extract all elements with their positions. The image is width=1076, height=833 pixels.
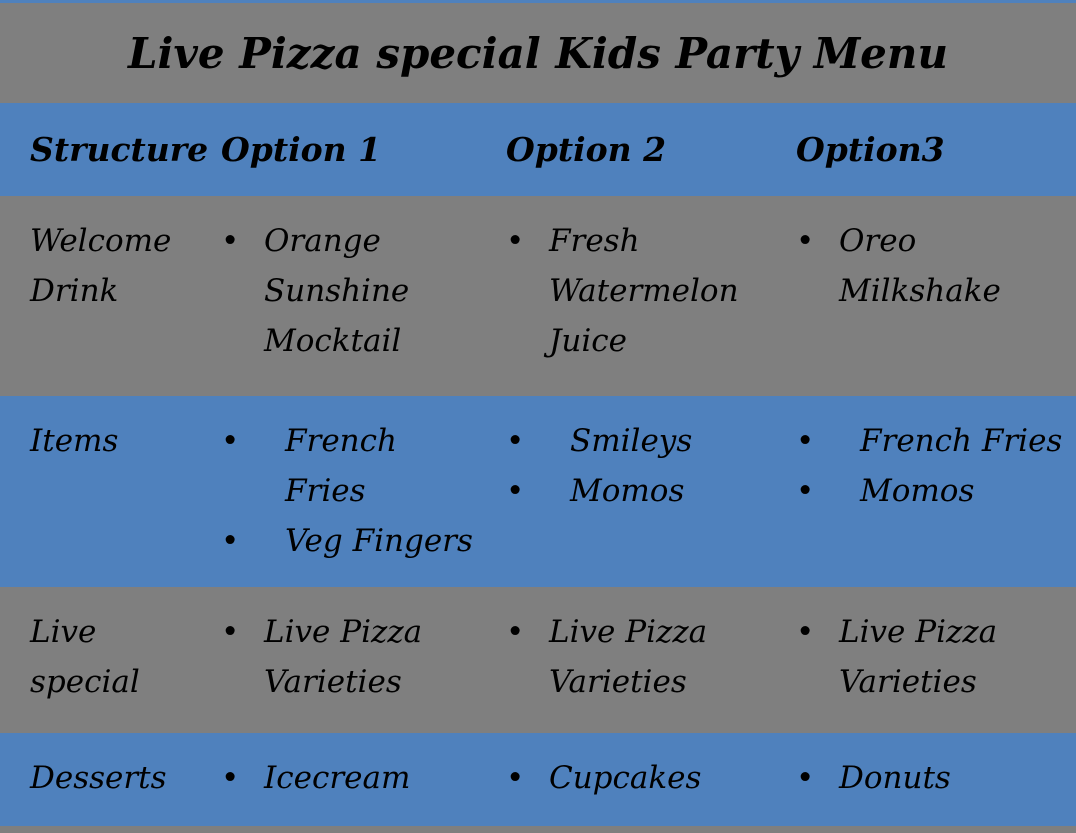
bullet-icon xyxy=(506,607,549,657)
option-2-cell: Live Pizza Varieties xyxy=(480,587,770,733)
menu-item: Live Pizza Varieties xyxy=(839,614,998,700)
menu-row-live-special: Live special Live Pizza Varieties Live P… xyxy=(0,587,1076,733)
bullet-icon xyxy=(221,516,285,566)
menu-item: Live Pizza Varieties xyxy=(549,614,708,700)
item-list: Donuts xyxy=(796,753,1070,803)
header-row: Structure Option 1 Option 2 Option3 xyxy=(0,103,1076,196)
option-3-cell: French Fries Momos xyxy=(770,396,1076,587)
bullet-icon xyxy=(796,466,860,516)
bullet-icon xyxy=(796,753,839,803)
menu-item: Live Pizza Varieties xyxy=(264,614,423,700)
list-item: Veg Fingers xyxy=(221,516,474,566)
menu-item: Smileys xyxy=(570,423,693,459)
bullet-icon xyxy=(221,753,264,803)
row-label: Welcome Drink xyxy=(30,223,172,309)
item-list: French Fries Veg Fingers xyxy=(221,416,474,566)
list-item: French Fries xyxy=(796,416,1070,466)
page-title: Live Pizza special Kids Party Menu xyxy=(128,28,948,78)
list-item: French Fries xyxy=(221,416,474,516)
menu-item: Momos xyxy=(860,473,975,509)
item-list: Live Pizza Varieties xyxy=(221,607,474,707)
item-list: Orange Sunshine Mocktail xyxy=(221,216,474,366)
option-3-cell: Donuts xyxy=(770,733,1076,826)
list-item: Momos xyxy=(506,466,764,516)
list-item: Oreo Milkshake xyxy=(796,216,1070,316)
bullet-icon xyxy=(506,416,570,466)
item-list: Icecream xyxy=(221,753,474,803)
header-cell-option-1: Option 1 xyxy=(221,130,382,169)
list-item: Cupcakes xyxy=(506,753,764,803)
menu-item: French Fries xyxy=(285,423,397,509)
item-list: Smileys Momos xyxy=(506,416,764,516)
item-list: Live Pizza Varieties xyxy=(506,607,764,707)
menu-item: Donuts xyxy=(839,760,951,796)
option-1-cell: Live Pizza Varieties xyxy=(195,587,480,733)
item-list: Live Pizza Varieties xyxy=(796,607,1070,707)
menu-item: Cupcakes xyxy=(549,760,702,796)
header-cell-structure: Structure xyxy=(30,130,209,169)
list-item: Icecream xyxy=(221,753,474,803)
item-list: Cupcakes xyxy=(506,753,764,803)
bullet-icon xyxy=(796,607,839,657)
list-item: Smileys xyxy=(506,416,764,466)
option-2-cell: Smileys Momos xyxy=(480,396,770,587)
option-3-cell: Oreo Milkshake xyxy=(770,196,1076,396)
menu-item: French Fries xyxy=(860,423,1063,459)
menu-item: Orange Sunshine Mocktail xyxy=(264,223,410,359)
menu-row-desserts: Desserts Icecream Cupcakes Donuts xyxy=(0,733,1076,826)
bullet-icon xyxy=(506,216,549,266)
item-list: Oreo Milkshake xyxy=(796,216,1070,316)
top-accent-strip xyxy=(0,0,1076,3)
list-item: Live Pizza Varieties xyxy=(221,607,474,707)
list-item: Fresh Watermelon Juice xyxy=(506,216,764,366)
option-3-cell: Live Pizza Varieties xyxy=(770,587,1076,733)
menu-item: Fresh Watermelon Juice xyxy=(549,223,739,359)
bullet-icon xyxy=(221,216,264,266)
title-band: Live Pizza special Kids Party Menu xyxy=(0,3,1076,103)
header-cell-option-3: Option3 xyxy=(796,130,945,169)
list-item: Live Pizza Varieties xyxy=(796,607,1070,707)
menu-item: Veg Fingers xyxy=(285,523,473,559)
row-label: Desserts xyxy=(30,760,167,796)
bullet-icon xyxy=(506,466,570,516)
list-item: Momos xyxy=(796,466,1070,516)
option-2-cell: Cupcakes xyxy=(480,733,770,826)
menu-item: Icecream xyxy=(264,760,411,796)
option-1-cell: Orange Sunshine Mocktail xyxy=(195,196,480,396)
option-2-cell: Fresh Watermelon Juice xyxy=(480,196,770,396)
option-1-cell: French Fries Veg Fingers xyxy=(195,396,480,587)
bullet-icon xyxy=(796,416,860,466)
list-item: Orange Sunshine Mocktail xyxy=(221,216,474,366)
row-label: Live special xyxy=(30,614,140,700)
item-list: French Fries Momos xyxy=(796,416,1070,516)
header-cell-option-2: Option 2 xyxy=(506,130,667,169)
item-list: Fresh Watermelon Juice xyxy=(506,216,764,366)
bullet-icon xyxy=(506,753,549,803)
menu-row-welcome-drink: Welcome Drink Orange Sunshine Mocktail F… xyxy=(0,196,1076,396)
list-item: Live Pizza Varieties xyxy=(506,607,764,707)
row-label: Items xyxy=(30,423,119,459)
menu-item: Momos xyxy=(570,473,685,509)
option-1-cell: Icecream xyxy=(195,733,480,826)
bullet-icon xyxy=(221,416,285,466)
list-item: Donuts xyxy=(796,753,1070,803)
bullet-icon xyxy=(221,607,264,657)
bottom-accent-strip xyxy=(0,826,1076,833)
menu-item: Oreo Milkshake xyxy=(839,223,1001,309)
bullet-icon xyxy=(796,216,839,266)
menu-row-items: Items French Fries Veg Fingers Smileys M… xyxy=(0,396,1076,587)
